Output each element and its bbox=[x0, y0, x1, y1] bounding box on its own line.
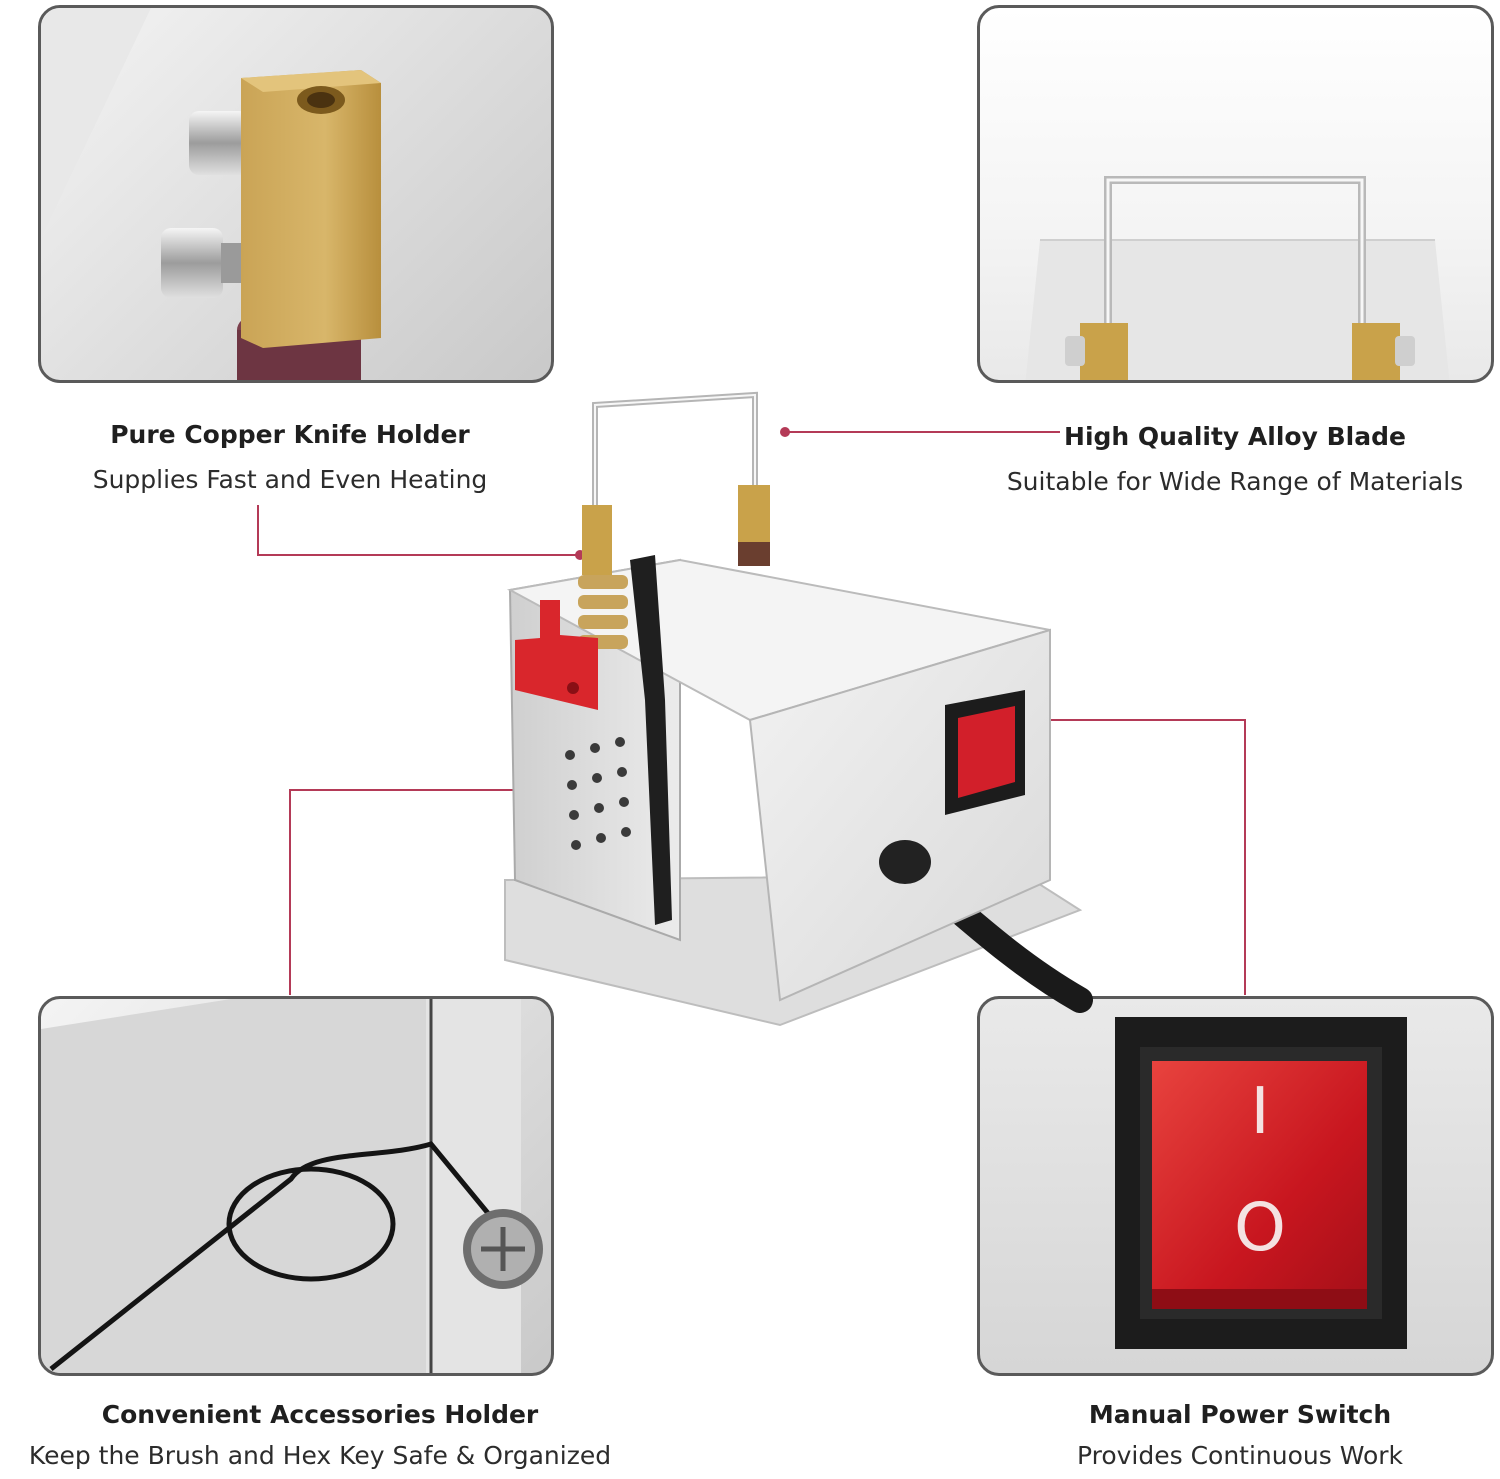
feature-accessories-holder-subtitle: Keep the Brush and Hex Key Safe & Organi… bbox=[28, 1441, 612, 1470]
power-switch-closeup-panel bbox=[977, 996, 1494, 1376]
copper-holder-closeup-panel bbox=[38, 5, 554, 383]
accessories-holder-closeup-panel bbox=[38, 996, 554, 1376]
power-on-symbol: I bbox=[1250, 1075, 1270, 1149]
feature-power-switch: Manual Power Switch Provides Continuous … bbox=[1010, 1400, 1470, 1470]
callout-lines bbox=[257, 431, 1246, 995]
power-switch-closeup-image bbox=[1115, 1017, 1407, 1349]
alloy-blade-closeup-panel bbox=[977, 5, 1494, 383]
feature-accessories-holder-title: Convenient Accessories Holder bbox=[101, 1400, 539, 1429]
feature-copper-holder-title: Pure Copper Knife Holder bbox=[110, 420, 470, 449]
feature-copper-holder-subtitle: Supplies Fast and Even Heating bbox=[92, 465, 488, 494]
alloy-blade-closeup-image bbox=[1025, 176, 1450, 380]
feature-alloy-blade: High Quality Alloy Blade Suitable for Wi… bbox=[980, 422, 1490, 496]
feature-power-switch-title: Manual Power Switch bbox=[1088, 1400, 1392, 1429]
feature-accessories-holder: Convenient Accessories Holder Keep the B… bbox=[0, 1400, 640, 1470]
feature-power-switch-subtitle: Provides Continuous Work bbox=[1076, 1441, 1404, 1470]
accessories-holder-closeup-image bbox=[41, 999, 543, 1373]
copper-holder-closeup-image bbox=[41, 8, 381, 380]
feature-alloy-blade-subtitle: Suitable for Wide Range of Materials bbox=[1006, 467, 1464, 496]
feature-alloy-blade-title: High Quality Alloy Blade bbox=[1064, 422, 1406, 451]
callout-dots bbox=[575, 427, 1020, 795]
power-off-symbol: O bbox=[1234, 1189, 1286, 1266]
feature-copper-holder: Pure Copper Knife Holder Supplies Fast a… bbox=[80, 420, 500, 494]
